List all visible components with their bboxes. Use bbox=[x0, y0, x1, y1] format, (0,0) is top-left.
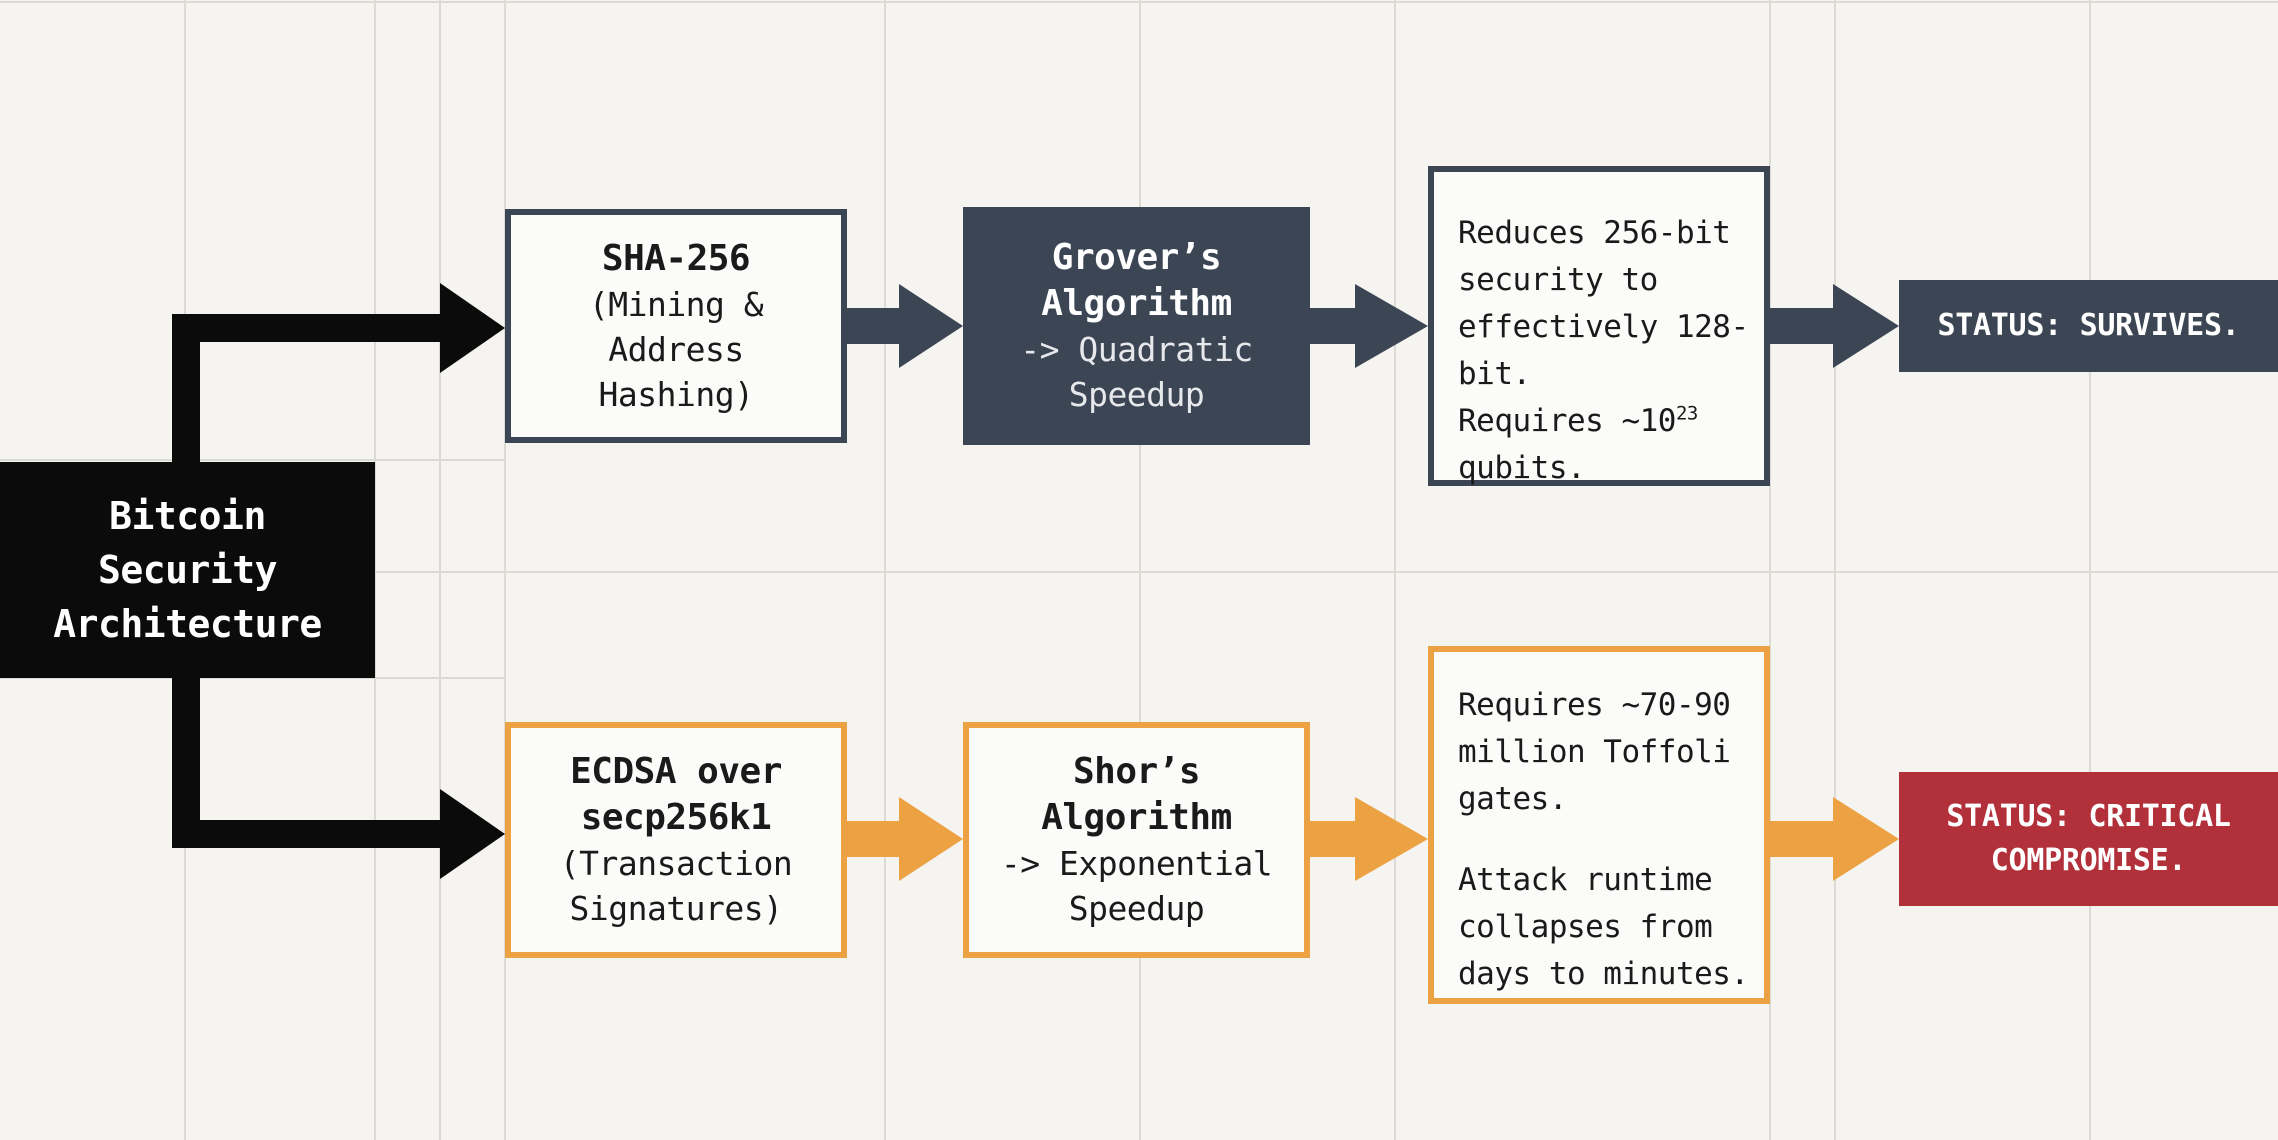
top-arrow-2 bbox=[1309, 284, 1428, 368]
grover-impact-requirement-exponent: 23 bbox=[1675, 402, 1698, 425]
shor-impact-line-6: days to minutes. bbox=[1458, 956, 1749, 992]
grover-impact-line-4: bit. bbox=[1458, 356, 1531, 392]
ecdsa-sub-line-1: (Transaction bbox=[559, 844, 793, 883]
root-title-line-2: Security bbox=[97, 548, 278, 592]
grover-title-line-2: Algorithm bbox=[1041, 283, 1232, 324]
grover-title-line-1: Grover’s bbox=[1051, 237, 1222, 278]
root-to-top-connector bbox=[172, 314, 445, 462]
shor-impact-line-4: Attack runtime bbox=[1458, 862, 1713, 898]
root-title-line-3: Architecture bbox=[53, 602, 322, 646]
grover-impact-line-3: effectively 128- bbox=[1458, 309, 1749, 345]
grover-impact-line-1: Reduces 256-bit bbox=[1458, 215, 1731, 251]
root-to-bottom-connector bbox=[172, 676, 445, 848]
status-critical-line-2: COMPROMISE. bbox=[1990, 843, 2187, 878]
bottom-arrow-3 bbox=[1770, 797, 1899, 881]
top-arrow-1 bbox=[846, 284, 963, 368]
grover-impact-line-last: qubits. bbox=[1458, 450, 1586, 486]
top-arrow-3 bbox=[1770, 284, 1899, 368]
ecdsa-title-line-1: ECDSA over bbox=[570, 751, 782, 792]
shor-sub-line-1: -> Exponential bbox=[1000, 844, 1273, 883]
root-title-line-1: Bitcoin bbox=[109, 494, 266, 538]
shor-impact-line-5: collapses from bbox=[1458, 909, 1713, 945]
root-to-top-arrowhead bbox=[440, 283, 505, 373]
sha256-sub-line-1: (Mining & bbox=[588, 284, 764, 324]
shor-title-line-1: Shor’s bbox=[1072, 751, 1201, 792]
ecdsa-title-line-2: secp256k1 bbox=[580, 797, 772, 838]
shor-impact-line-2: million Toffoli bbox=[1458, 734, 1731, 770]
grover-node: Grover’s Algorithm -> Quadratic Speedup bbox=[963, 207, 1310, 445]
shor-impact-line-1: Requires ~70-90 bbox=[1458, 687, 1731, 723]
shor-impact-note: Requires ~70-90 million Toffoli gates. A… bbox=[1428, 646, 1770, 1004]
shor-title-line-2: Algorithm bbox=[1041, 797, 1232, 838]
bottom-arrow-2 bbox=[1309, 797, 1428, 881]
bottom-arrow-1 bbox=[846, 797, 963, 881]
shor-node: Shor’s Algorithm -> Exponential Speedup bbox=[963, 722, 1310, 958]
grover-impact-requirement: Requires ~1023 bbox=[1458, 398, 1698, 445]
ecdsa-node: ECDSA over secp256k1 (Transaction Signat… bbox=[505, 722, 847, 958]
root-node: Bitcoin Security Architecture bbox=[0, 462, 375, 678]
status-critical-line-1: STATUS: CRITICAL bbox=[1946, 799, 2231, 834]
ecdsa-sub-line-2: Signatures) bbox=[569, 889, 783, 928]
root-to-bottom-arrowhead bbox=[440, 789, 505, 879]
grover-impact-requirement-text: Requires ~10 bbox=[1458, 403, 1676, 439]
grover-impact-note: Reduces 256-bit security to effectively … bbox=[1428, 166, 1770, 486]
sha256-sub-line-3: Hashing) bbox=[598, 374, 754, 414]
sha256-sub-line-2: Address bbox=[608, 329, 744, 369]
shor-impact-line-3: gates. bbox=[1458, 781, 1567, 817]
sha256-node: SHA-256 (Mining & Address Hashing) bbox=[505, 209, 847, 443]
shor-sub-line-2: Speedup bbox=[1068, 889, 1205, 928]
status-survives-badge: STATUS: SURVIVES. bbox=[1899, 280, 2278, 372]
sha256-title: SHA-256 bbox=[601, 237, 751, 279]
status-survives-text: STATUS: SURVIVES. bbox=[1937, 308, 2240, 343]
grover-sub-line-1: -> Quadratic bbox=[1020, 330, 1253, 369]
status-critical-badge: STATUS: CRITICAL COMPROMISE. bbox=[1899, 772, 2278, 906]
grover-sub-line-2: Speedup bbox=[1068, 375, 1205, 414]
grover-impact-line-2: security to bbox=[1458, 262, 1658, 298]
